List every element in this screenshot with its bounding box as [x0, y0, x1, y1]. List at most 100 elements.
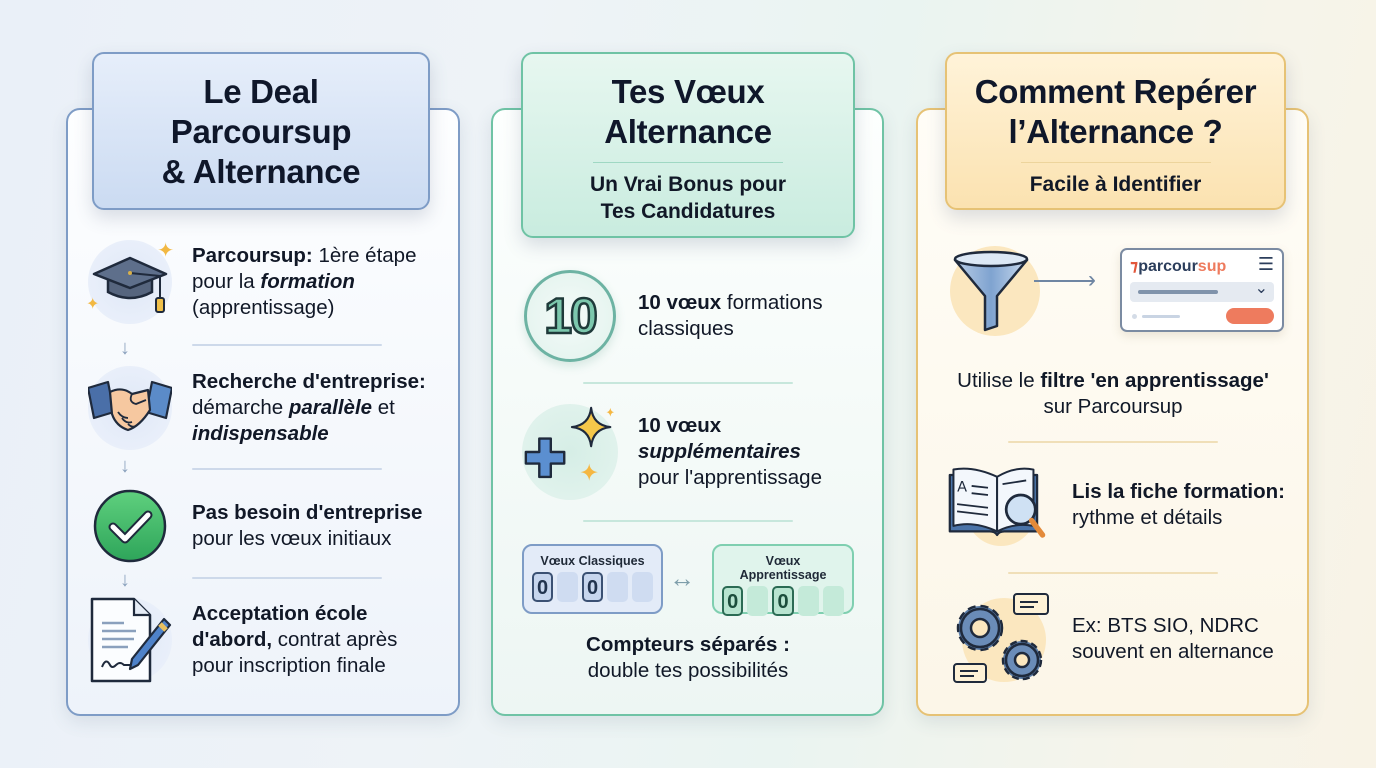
bold-label: Parcoursup:	[192, 244, 313, 267]
fiche-formation-text: Lis la fiche formation: rythme et détail…	[1072, 479, 1285, 531]
bold-label: d'abord,	[192, 628, 273, 651]
emphasis: formation	[260, 270, 355, 293]
panel-voeux-title: Tes Vœux Alternance	[523, 54, 853, 152]
panel-deal-header: Le Deal Parcoursup & Alternance	[92, 52, 430, 210]
counter-cell	[797, 586, 819, 616]
mockup-dropdown: ⌄	[1130, 280, 1274, 302]
title-line: Parcoursup	[170, 113, 352, 150]
voeux-supplementaires-text: 10 vœux supplémentaires pour l'apprentis…	[638, 413, 822, 491]
plus-sparkle-icon	[522, 404, 618, 500]
title-line: & Alternance	[161, 153, 361, 190]
panel-reperer-header: Comment Repérer l’Alternance ? Facile à …	[945, 52, 1286, 210]
text: pour la	[192, 270, 261, 293]
counter-cell	[607, 572, 629, 602]
counter-cell: 0	[582, 572, 604, 602]
counter-cell: 0	[772, 586, 794, 616]
text: et	[372, 396, 395, 419]
check-circle-icon	[90, 486, 170, 566]
arrow-right-icon: ›	[1088, 266, 1096, 293]
emphasis: indispensable	[192, 422, 329, 445]
panel-reperer-subtitle: Facile à Identifier	[947, 171, 1284, 198]
text: Utilise le	[957, 369, 1041, 392]
divider	[1008, 572, 1218, 574]
step-entreprise: Recherche d'entreprise: démarche parallè…	[88, 366, 426, 450]
emphasis: supplémentaires	[638, 440, 801, 463]
header-divider	[1020, 162, 1211, 163]
voeux-supplementaires-item: 10 vœux supplémentaires pour l'apprentis…	[522, 404, 822, 500]
flow-arrow-icon: ↓	[120, 337, 130, 359]
text: rythme et détails	[1072, 506, 1223, 529]
counter-voeux-classiques: Vœux Classiques 0 0	[522, 544, 663, 614]
step-acceptance: Acceptation école d'abord, contrat après…	[88, 597, 397, 683]
flow-arrow-icon: ↓	[120, 569, 130, 591]
bold-label: Recherche d'entreprise:	[192, 370, 426, 393]
panel-reperer-title: Comment Repérer l’Alternance ?	[947, 54, 1284, 152]
parcoursup-logo: ⁊parcoursup	[1130, 256, 1226, 276]
counter-cell	[632, 572, 654, 602]
step-no-company: Pas besoin d'entreprise pour les vœux in…	[90, 486, 422, 566]
flow-arrow-icon: ↓	[120, 455, 130, 477]
divider	[1008, 441, 1218, 443]
title-line: Tes Vœux	[611, 73, 765, 110]
title-line: l’Alternance ?	[1008, 113, 1223, 150]
menu-icon: ☰	[1257, 254, 1274, 274]
step-entreprise-text: Recherche d'entreprise: démarche parallè…	[192, 369, 426, 447]
mockup-button	[1226, 308, 1274, 324]
divider	[192, 344, 382, 346]
logo-mark-icon: ⁊	[1130, 258, 1139, 275]
mockup-dot	[1132, 314, 1137, 319]
divider	[583, 520, 793, 522]
filter-tip: Utilise le filtre 'en apprentissage' sur…	[920, 368, 1306, 420]
logo-text-accent: sup	[1197, 258, 1227, 275]
voeux-classiques-text: 10 vœux formations classiques	[638, 290, 823, 342]
number-10-icon: 10	[524, 270, 616, 362]
text: formations	[721, 291, 823, 314]
text: sur Parcoursup	[1043, 395, 1183, 418]
step-acceptance-text: Acceptation école d'abord, contrat après…	[192, 601, 397, 679]
bold-label: Acceptation école	[192, 602, 368, 625]
funnel-icon	[950, 246, 1040, 336]
text: contrat après	[272, 628, 398, 651]
text: double tes possibilités	[587, 659, 789, 682]
text: démarche	[192, 396, 289, 419]
graduation-cap-icon: ✦ ✦	[86, 240, 174, 324]
signed-document-icon	[88, 597, 172, 683]
panel-deal-title: Le Deal Parcoursup & Alternance	[94, 54, 428, 192]
handshake-icon	[88, 366, 172, 450]
sparkle-icon: ✦	[86, 296, 100, 313]
text: 1ère étape	[312, 244, 417, 267]
text: souvent en alternance	[1072, 640, 1274, 663]
counters-caption: Compteurs séparés : double tes possibili…	[500, 632, 876, 684]
header-divider	[593, 162, 783, 163]
step-no-company-text: Pas besoin d'entreprise pour les vœux in…	[192, 500, 422, 552]
text: pour inscription finale	[192, 654, 386, 677]
bold-label: filtre 'en apprentissage'	[1040, 369, 1269, 392]
examples-text: Ex: BTS SIO, NDRC souvent en alternance	[1072, 613, 1274, 665]
mockup-text-bar	[1142, 315, 1180, 318]
text: pour l'apprentissage	[638, 466, 822, 489]
number-10-label: 10	[543, 287, 599, 346]
bold-label: Pas besoin d'entreprise	[192, 501, 423, 524]
bold-label: Compteurs séparés :	[586, 633, 790, 656]
subtitle-line: Tes Candidatures	[600, 200, 776, 223]
bold-label: 10 vœux	[638, 291, 722, 314]
logo-text: parcour	[1138, 258, 1198, 275]
counter-cell	[822, 586, 845, 616]
divider	[192, 577, 382, 579]
dropdown-placeholder-bar	[1138, 290, 1218, 294]
counter-cell: 0	[722, 586, 744, 616]
svg-text:A: A	[957, 479, 967, 495]
fiche-formation-item: A Lis la fiche formation: rythme et déta…	[948, 462, 1285, 548]
counter-cell: 0	[532, 572, 554, 602]
emphasis: parallèle	[288, 396, 373, 419]
counter-cell	[747, 586, 769, 616]
counter-cells: 0 0	[722, 586, 845, 616]
panel-voeux-header: Tes Vœux Alternance Un Vrai Bonus pour T…	[521, 52, 855, 238]
arrow-line	[1034, 280, 1094, 282]
gears-chat-icon	[950, 590, 1050, 688]
double-arrow-icon: ↔	[669, 563, 695, 593]
subtitle-line: Facile à Identifier	[1029, 173, 1202, 196]
counter-voeux-apprentissage: Vœux Apprentissage 0 0	[712, 544, 854, 616]
chevron-down-icon: ⌄	[1254, 280, 1268, 297]
divider	[192, 468, 382, 470]
